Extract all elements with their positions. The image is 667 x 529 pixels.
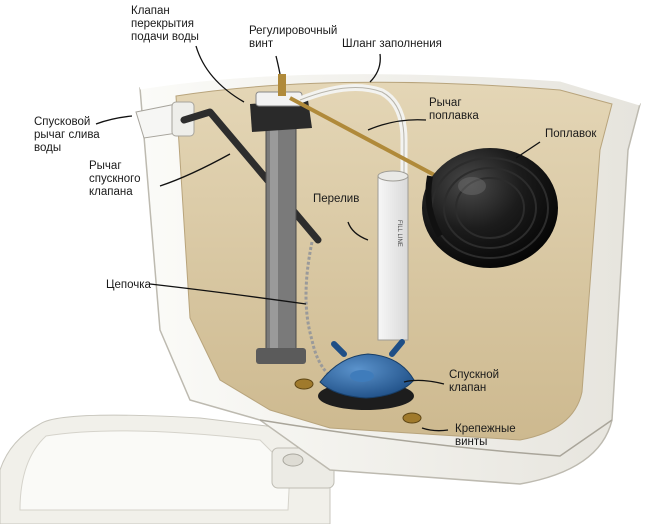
overflow-tube-print: FILL LINE — [396, 220, 402, 247]
float-ball — [422, 148, 558, 268]
fill-valve — [250, 74, 312, 364]
mount-screws — [294, 378, 422, 424]
leader-fill-hose — [369, 53, 381, 83]
label-flush-handle: Спусковой рычаг слива воды — [34, 116, 100, 154]
label-fill-hose: Шланг заполнения — [342, 38, 442, 50]
label-overflow: Перелив — [313, 193, 360, 205]
leader-mount-screws — [421, 427, 449, 432]
leader-fill-valve — [195, 45, 245, 103]
label-float-arm: Рычаг поплавка — [429, 97, 479, 122]
label-chain: Цепочка — [106, 279, 151, 291]
toilet-seat — [0, 414, 335, 525]
leader-float — [515, 141, 541, 159]
leader-adjust-screw — [275, 55, 281, 75]
label-flush-valve: Спускной клапан — [449, 369, 500, 394]
flush-valve — [318, 339, 415, 410]
overflow-tube: FILL LINE — [377, 170, 409, 341]
leader-flush-handle — [95, 115, 133, 125]
leader-chain — [149, 283, 307, 305]
label-float-ball: Поплавок — [545, 128, 597, 140]
label-flush-lever-arm: Рычаг спускного клапана — [89, 160, 141, 198]
leader-float-arm — [367, 119, 427, 131]
leader-lever-arm — [159, 153, 231, 187]
leader-flush-valve — [403, 379, 445, 385]
leader-lines — [95, 45, 541, 432]
label-fill-valve-shutoff: Клапан перекрытия подачи воды — [131, 5, 199, 43]
leader-overflow — [347, 221, 369, 241]
label-adjust-screw: Регулировочный винт — [249, 25, 338, 50]
label-mount-screws: Крепежные винты — [455, 423, 516, 448]
float-arm — [289, 96, 441, 180]
